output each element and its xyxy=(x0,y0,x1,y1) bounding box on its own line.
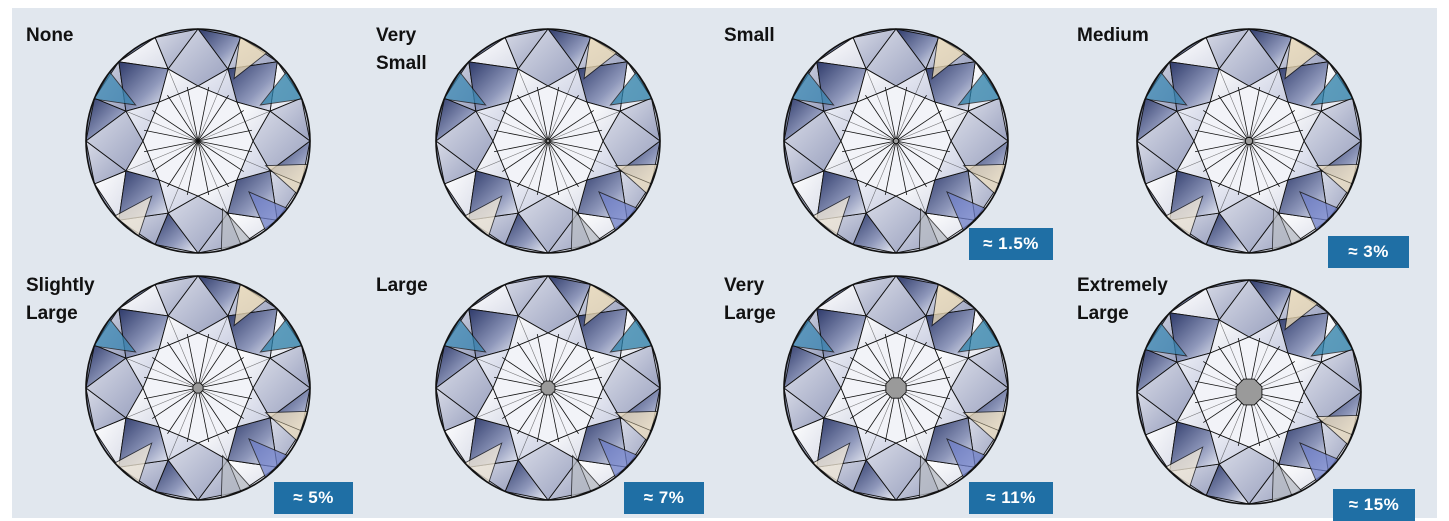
culet-cell-small: Small ≈ 1.5% xyxy=(724,22,1054,262)
culet-percent-badge: ≈ 15% xyxy=(1333,489,1415,521)
diamond-diagram xyxy=(435,275,661,501)
diamond-diagram xyxy=(85,28,311,254)
diamond-diagram xyxy=(85,275,311,501)
culet-percent-badge: ≈ 5% xyxy=(274,482,353,514)
culet-cell-none: None xyxy=(26,22,356,262)
culet-label: Large xyxy=(376,275,428,296)
culet-label: Slightly Large xyxy=(26,275,95,324)
culet-label: Very Small xyxy=(376,25,427,74)
culet-percent-badge: ≈ 7% xyxy=(624,482,704,514)
culet-label: None xyxy=(26,25,74,46)
culet-label: Medium xyxy=(1077,25,1149,46)
culet-cell-very-large: Very Large ≈ 11% xyxy=(724,272,1054,514)
culet-cell-extremely-large: Extremely Large ≈ 15% xyxy=(1077,272,1417,521)
culet-label: Small xyxy=(724,25,775,46)
diamond-diagram xyxy=(783,28,1009,254)
culet-label: Very Large xyxy=(724,275,776,324)
culet-percent-badge: ≈ 11% xyxy=(969,482,1053,514)
culet-size-chart: None Very Small Small ≈ 1.5% Medium ≈ 3%… xyxy=(12,8,1437,521)
diamond-diagram xyxy=(1136,279,1362,505)
culet-cell-medium: Medium ≈ 3% xyxy=(1077,22,1417,268)
culet-cell-slightly-large: Slightly Large ≈ 5% xyxy=(26,272,356,514)
diamond-diagram xyxy=(783,275,1009,501)
culet-cell-very-small: Very Small xyxy=(376,22,706,262)
diamond-diagram xyxy=(1136,28,1362,254)
culet-cell-large: Large ≈ 7% xyxy=(376,272,706,514)
diamond-diagram xyxy=(435,28,661,254)
culet-percent-badge: ≈ 3% xyxy=(1328,236,1409,268)
culet-label: Extremely Large xyxy=(1077,275,1168,324)
culet-percent-badge: ≈ 1.5% xyxy=(969,228,1053,260)
